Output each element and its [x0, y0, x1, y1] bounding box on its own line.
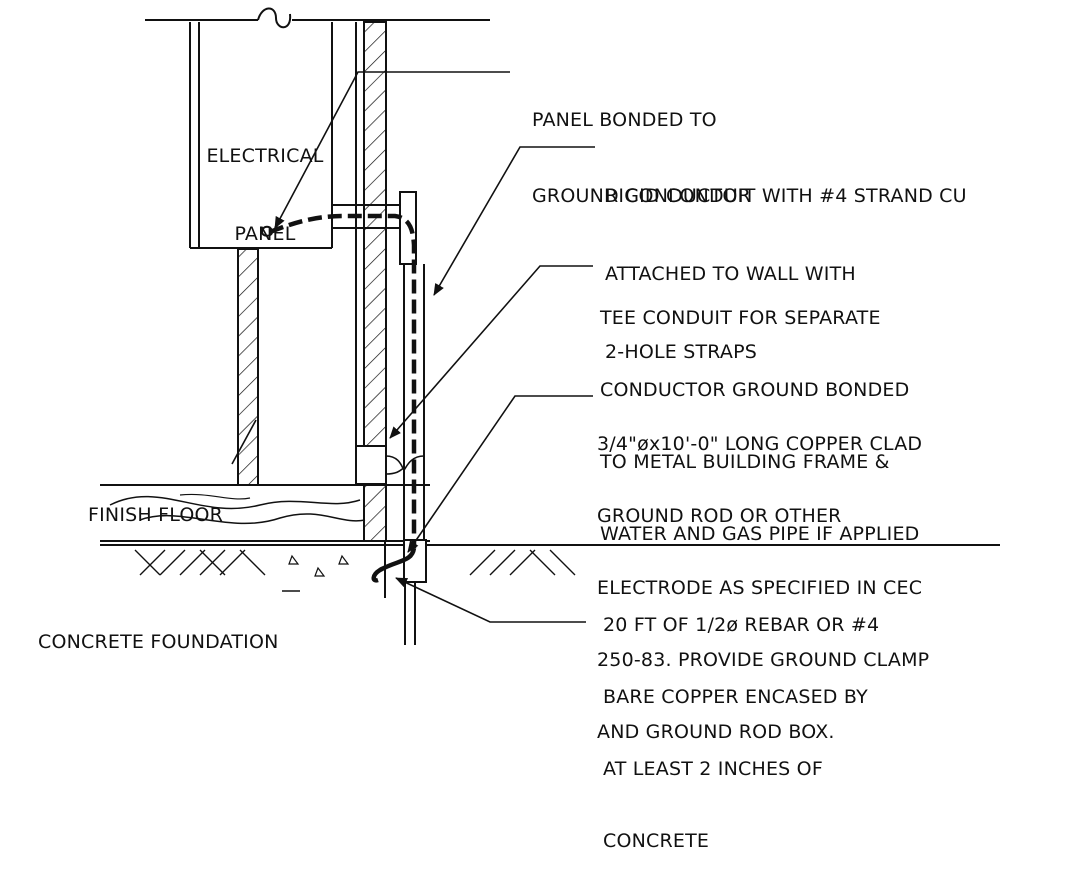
leader-rigid-conduit	[433, 146, 595, 296]
electrical-panel-label-line-1: ELECTRICAL	[206, 145, 324, 167]
panel-bonded-note-line-1: PANEL BONDED TO	[532, 109, 717, 131]
electrical-panel-label: ELECTRICAL PANEL	[206, 96, 324, 270]
tee-conduit-note-line-1: TEE CONDUIT FOR SEPARATE	[600, 307, 881, 329]
ground-rod-note-line-2: GROUND ROD OR OTHER	[597, 505, 842, 527]
leader-ground-rod	[407, 395, 593, 553]
panel-bonded-note: PANEL BONDED TO GROUND CONDUCTOR	[532, 60, 751, 232]
ground-conductor	[269, 213, 417, 548]
tee-conduit-box	[355, 445, 387, 485]
rebar-note-line-2: BARE COPPER ENCASED BY	[603, 686, 868, 708]
leader-tee-conduit	[389, 265, 593, 439]
grounding-detail-drawing	[100, 7, 1000, 645]
ground-rod	[404, 582, 416, 645]
leader-finish-floor	[231, 419, 257, 465]
electrical-panel-box	[189, 22, 333, 249]
rebar-note-line-3: AT LEAST 2 INCHES OF	[603, 758, 823, 780]
ground-rod-note-line-1: 3/4"øx10'-0" LONG COPPER CLAD	[597, 433, 923, 455]
finish-floor-label: FINISH FLOOR	[88, 455, 223, 551]
left-wall-section	[237, 248, 259, 486]
tee-conduit-note-line-4: WATER AND GAS PIPE IF APPLIED	[600, 523, 920, 545]
tee-conduit-note: TEE CONDUIT FOR SEPARATE CONDUCTOR GROUN…	[600, 258, 920, 570]
finish-floor-text: FINISH FLOOR	[88, 504, 224, 526]
rigid-conduit-note-line-3: 2-HOLE STRAPS	[605, 341, 758, 363]
concrete-foundation-text: CONCRETE FOUNDATION	[38, 631, 279, 653]
rigid-conduit-note-line-1: RIGID CONDUIT WITH #4 STRAND CU	[605, 185, 967, 207]
leader-rebar	[395, 577, 586, 623]
tee-conduit-note-line-2: CONDUCTOR GROUND BONDED	[600, 379, 910, 401]
concrete-foundation-label: CONCRETE FOUNDATION	[38, 582, 279, 678]
rebar-conductor	[371, 547, 417, 583]
vertical-rigid-conduit	[385, 264, 425, 540]
electrical-panel-label-line-2: PANEL	[234, 223, 296, 245]
leader-panel-bonded	[274, 71, 510, 229]
ground-rod-note-line-3: ELECTRODE AS SPECIFIED IN CEC	[597, 577, 923, 599]
rigid-conduit-note: RIGID CONDUIT WITH #4 STRAND CU ATTACHED…	[605, 136, 967, 388]
ground-conductor-clamp	[260, 225, 274, 237]
rebar-note-line-4: CONCRETE	[603, 830, 710, 852]
grade-line	[100, 544, 1000, 577]
horizontal-conduit	[332, 204, 400, 229]
ceiling-line	[145, 7, 490, 29]
panel-bonded-note-line-2: GROUND CONDUCTOR	[532, 185, 751, 207]
rigid-conduit-note-line-2: ATTACHED TO WALL WITH	[605, 263, 856, 285]
rebar-note-line-1: 20 FT OF 1/2ø REBAR OR #4	[603, 614, 880, 636]
tee-conduit-note-line-3: TO METAL BUILDING FRAME &	[600, 451, 890, 473]
rebar-note: 20 FT OF 1/2ø REBAR OR #4 BARE COPPER EN…	[603, 565, 879, 877]
